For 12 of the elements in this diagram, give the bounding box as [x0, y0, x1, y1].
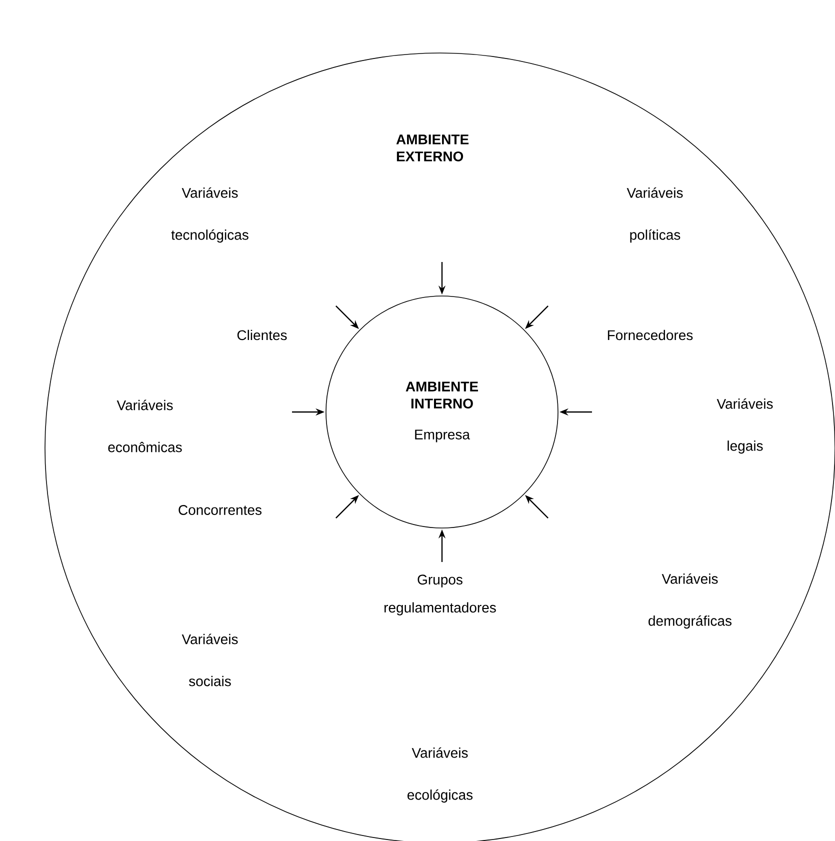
label-text: Grupos regulamentadores — [384, 574, 496, 616]
label-text: Variáveis sociais — [182, 634, 238, 686]
label-text: Variáveis econômicas — [108, 400, 182, 452]
label-text: Variáveis políticas — [626, 187, 683, 243]
label-text: Variáveis tecnológicas — [171, 187, 248, 243]
circle-title: AMBIENTE EXTERNO — [396, 134, 469, 162]
label-text: Variáveis ecológicas — [408, 747, 473, 803]
label-text: Variáveis legais — [716, 398, 773, 454]
label-text: Concorrentes — [178, 505, 262, 515]
label-text: Variáveis demográficas — [648, 573, 732, 629]
label-text: Fornecedores — [608, 330, 693, 340]
label-text: Clientes — [237, 330, 287, 340]
